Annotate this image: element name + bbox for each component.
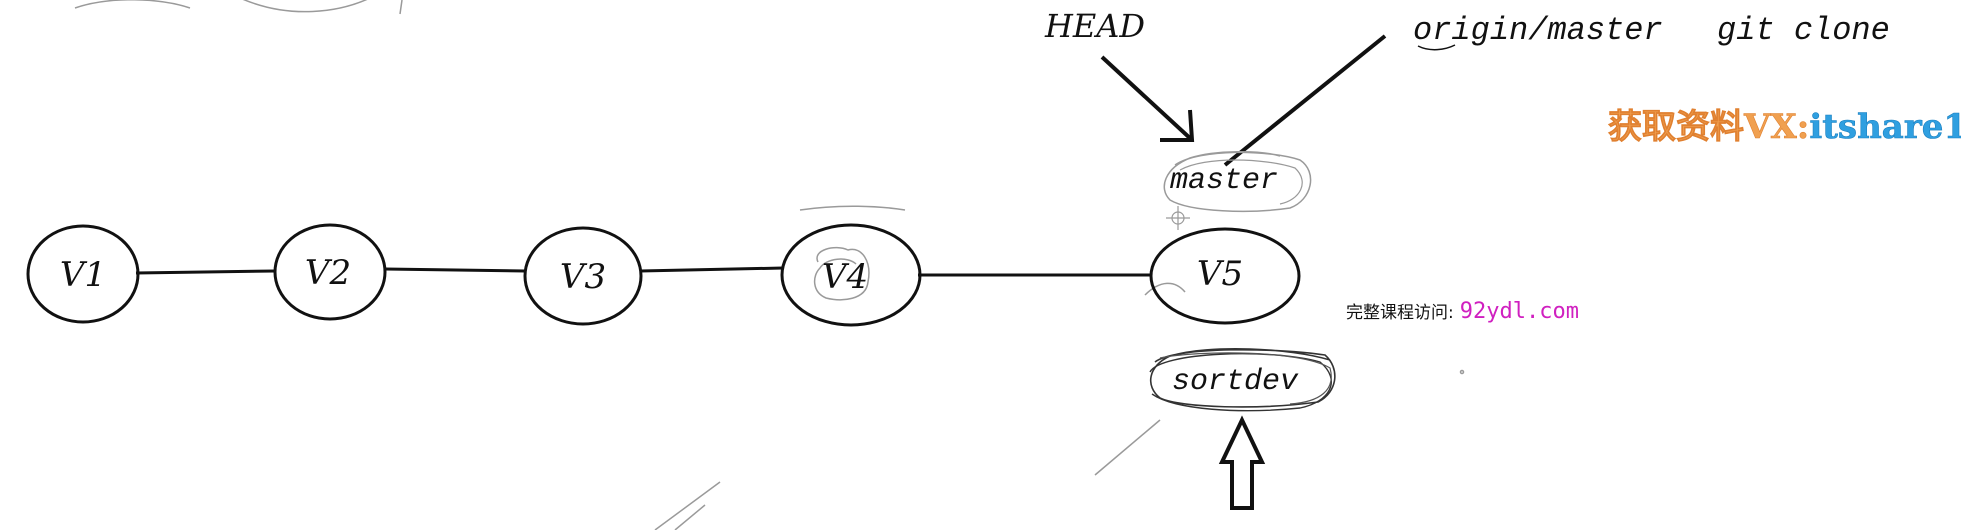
commit-label-v1: V1 — [60, 255, 106, 295]
sortdev-label: sortdev — [1172, 365, 1299, 399]
commit-label-v2: V2 — [305, 253, 351, 293]
head-label: HEAD — [1044, 7, 1145, 45]
commit-node-v4 — [780, 223, 922, 327]
master-label: master — [1170, 164, 1278, 198]
stray-sketch-marks — [74, 0, 1465, 530]
origin-master-label: origin/master — [1413, 12, 1663, 49]
commit-label-v5: V5 — [1197, 254, 1243, 294]
commit-v4: V4 — [780, 223, 922, 327]
git-clone-label: git clone — [1717, 12, 1890, 49]
crosshair-icon — [1166, 206, 1190, 230]
commit-label-v3: V3 — [560, 257, 606, 297]
head-ref: HEAD — [1044, 7, 1195, 142]
commit-node-v5 — [1149, 227, 1301, 325]
sortdev-scribble — [1149, 347, 1336, 408]
head-arrow-shaft — [1100, 55, 1194, 142]
origin-master-ref: origin/master git clone — [1223, 12, 1890, 167]
svg-text:获取资料VX:itshare1: 获取资料VX:itshare1 — [1608, 107, 1961, 147]
commit-label-v4: V4 — [822, 257, 868, 297]
origin-master-underline — [1417, 44, 1456, 51]
watermark-mid-prefix: 完整课程访问: — [1346, 303, 1454, 323]
v4-scribble-mark — [813, 246, 870, 301]
master-scribble — [1163, 151, 1312, 213]
watermark-top-prefix: 获取资料VX: — [1608, 107, 1809, 147]
sortdev-ref: sortdev — [1149, 347, 1336, 510]
sortdev-up-arrow — [1218, 415, 1266, 510]
commit-v5: V5 — [1149, 227, 1301, 325]
commit-connectors — [135, 266, 1150, 277]
origin-master-pointer-line — [1223, 34, 1387, 167]
master-ref: master — [1163, 151, 1312, 230]
head-arrow-head — [1160, 109, 1195, 142]
watermark-top: 获取资料VX:itshare1 — [1608, 107, 1961, 148]
watermark-top-id: itshare1 — [1809, 107, 1961, 147]
commit-node-v2 — [273, 223, 387, 321]
svg-text:完整课程访问:92ydl.com: 完整课程访问: 92ydl.com — [1346, 299, 1579, 324]
commit-node-v3 — [523, 226, 643, 326]
commit-node-v1 — [26, 224, 140, 324]
commit-v3: V3 — [523, 226, 643, 326]
watermark-mid-link: 92ydl.com — [1460, 299, 1579, 324]
commit-v2: V2 — [273, 223, 387, 321]
watermark-mid: 完整课程访问: 92ydl.com — [1346, 299, 1579, 324]
commit-v1: V1 — [26, 224, 140, 324]
